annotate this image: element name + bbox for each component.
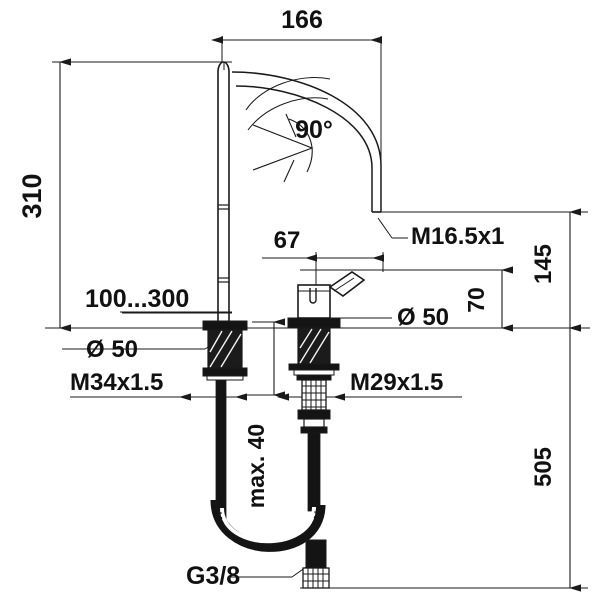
dimension-label-reach-166: 166: [281, 6, 323, 34]
supply-connector-g38: [302, 539, 330, 589]
dimension-label-height-310: 310: [17, 173, 47, 218]
mixer-valve-body: [287, 271, 366, 512]
dimension-label-thread-m29: M29x1.5: [350, 369, 443, 396]
label-underlines: [62, 257, 462, 398]
spout-arc: [231, 71, 382, 213]
dimension-label-layer: 166 310 90° M16.5x1 67 70 145 505 100...300 Ø 50 Ø…: [17, 6, 557, 590]
spout-mounting-base: [202, 320, 248, 521]
angle-90-symbol: [252, 113, 314, 183]
dimension-label-dia-50-left: Ø 50: [86, 336, 138, 363]
dimension-label-conn-g38: G3/8: [186, 562, 240, 590]
flexible-hose-loop: [210, 499, 326, 552]
dimension-label-height-505: 505: [530, 447, 557, 487]
dimension-label-height-145: 145: [530, 244, 557, 284]
swivel-arcs: [245, 77, 331, 131]
dimension-label-spread-100-300: 100...300: [85, 285, 189, 313]
dimension-label-offset-67: 67: [274, 227, 301, 254]
dimension-label-height-70: 70: [463, 287, 489, 313]
dimension-label-thread-m165: M16.5x1: [411, 223, 504, 250]
dimension-label-dia-50-right: Ø 50: [397, 304, 449, 331]
dimension-label-max-40: max. 40: [243, 424, 269, 508]
dimension-label-thread-m34: M34x1.5: [70, 369, 163, 396]
dimension-label-angle-90: 90°: [295, 116, 333, 144]
spout-body: [217, 61, 230, 329]
